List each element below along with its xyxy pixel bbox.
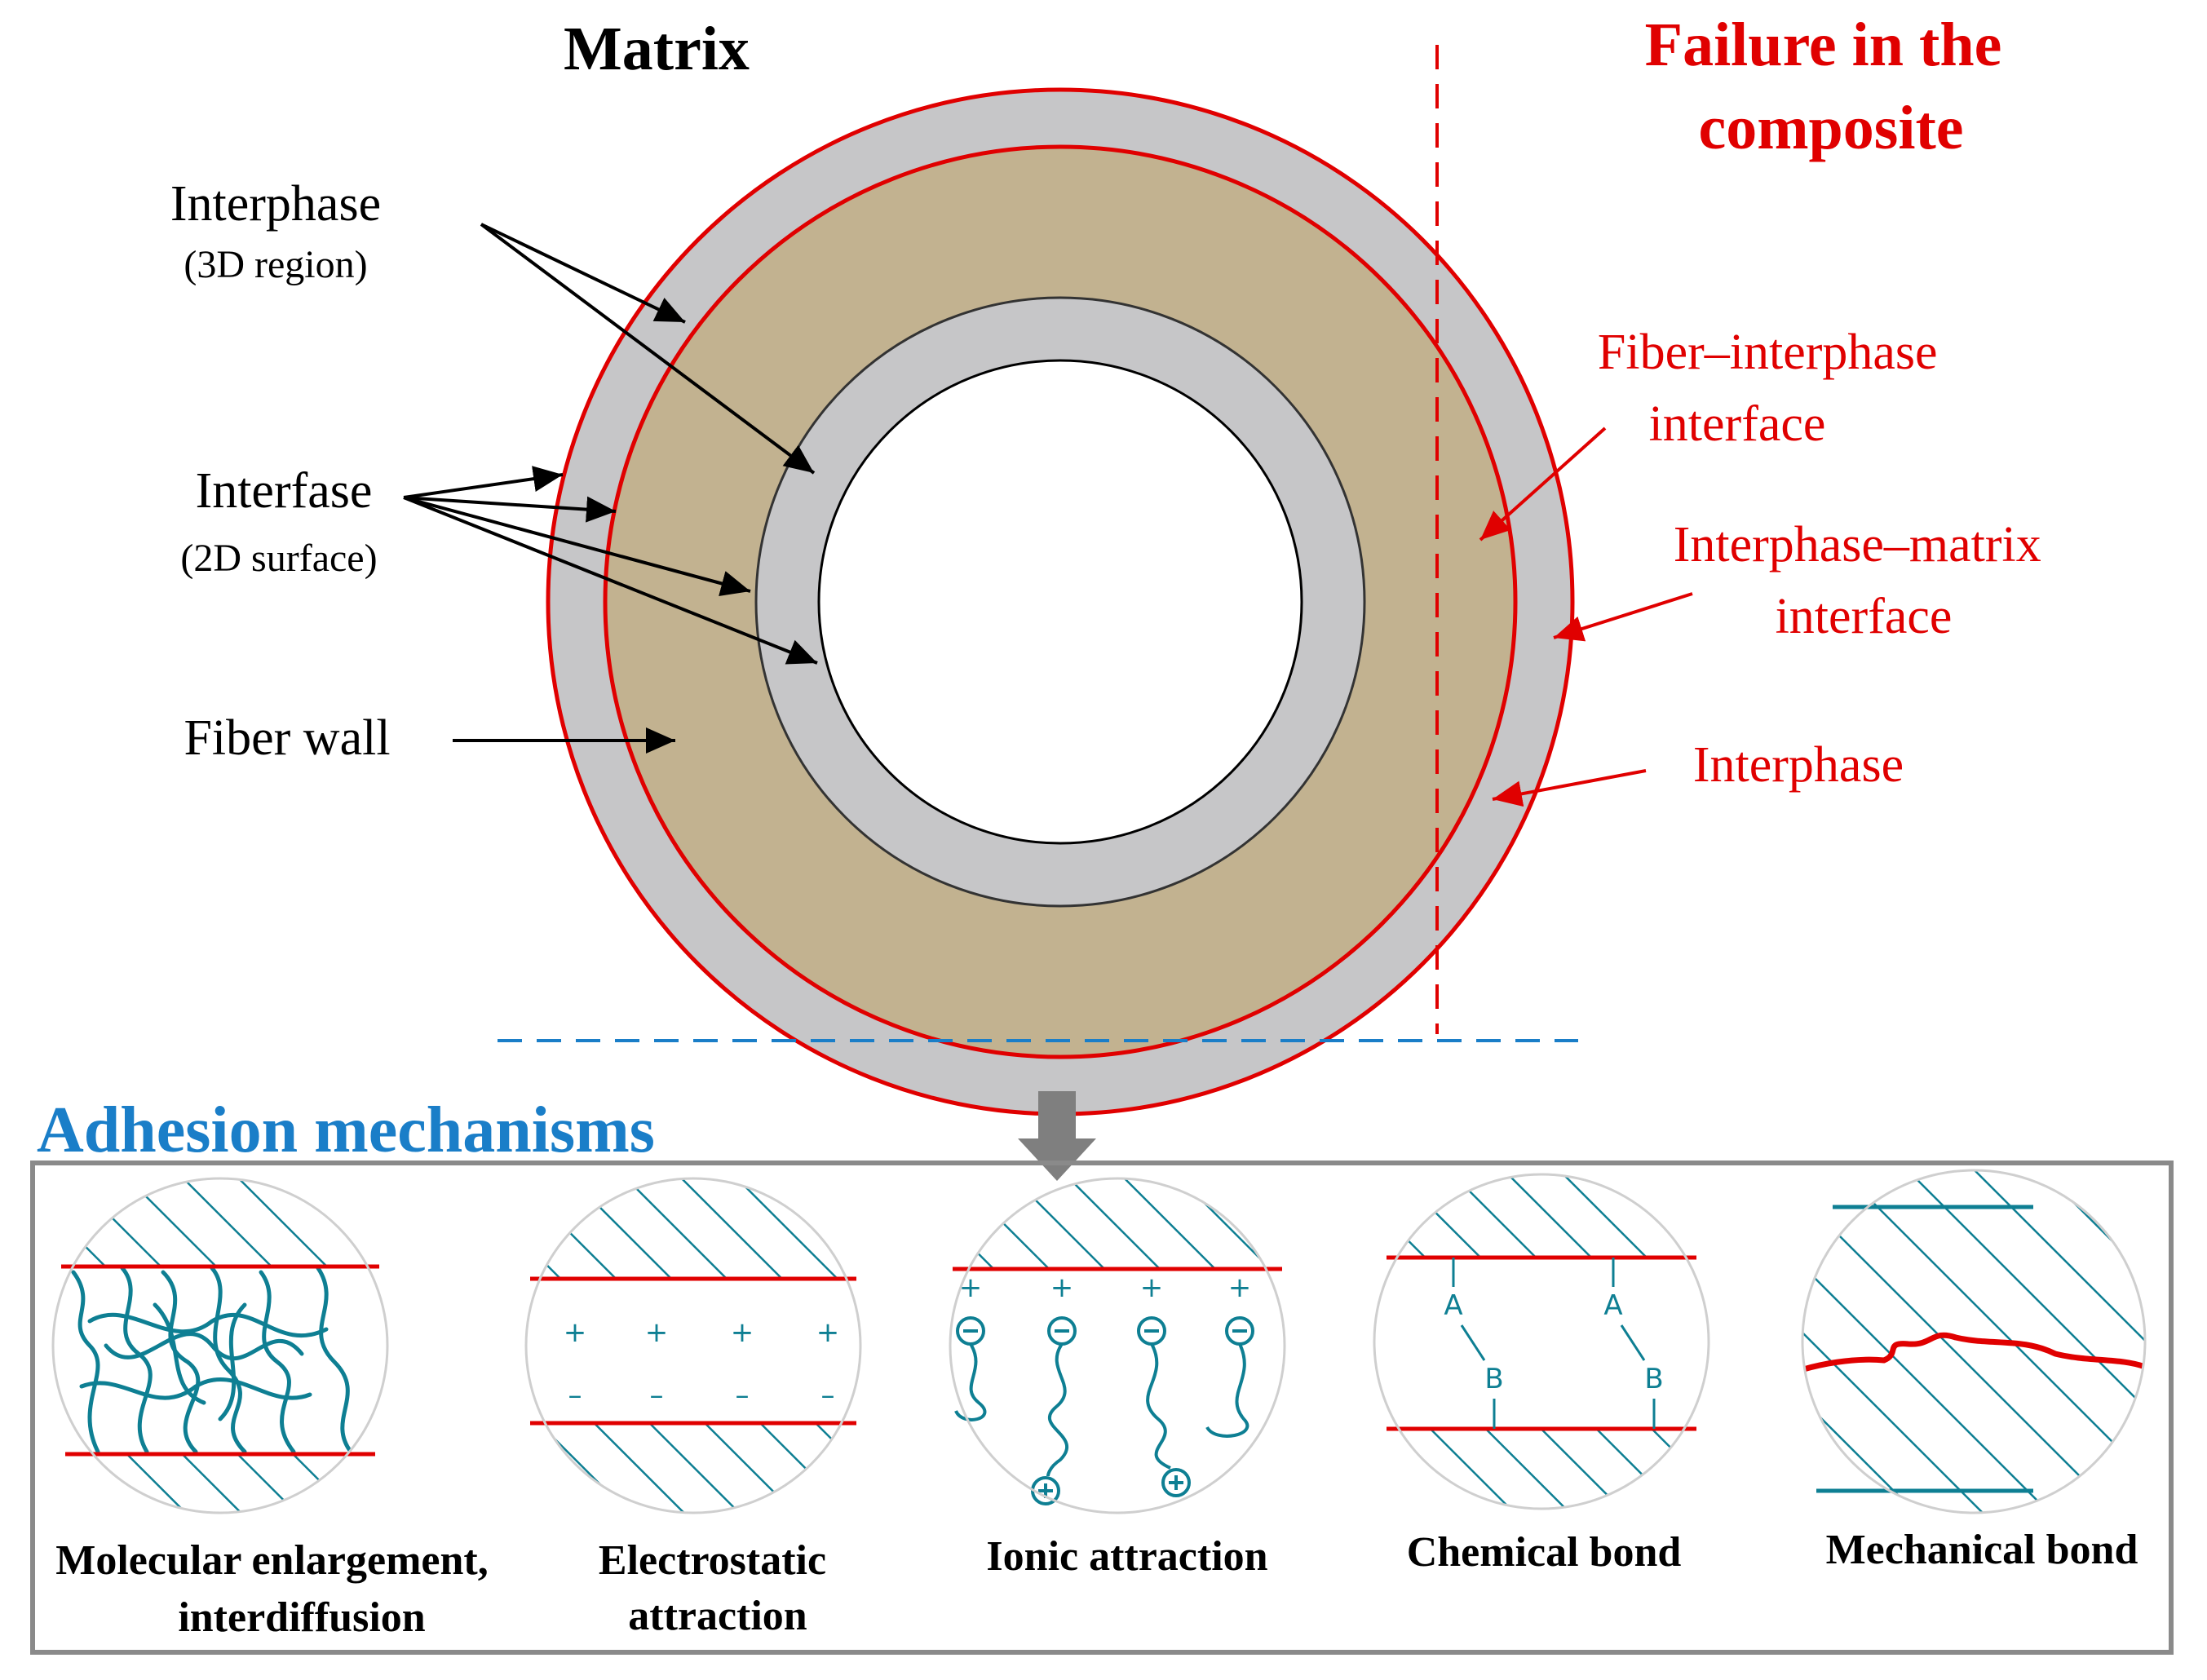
- atom-b-label: B: [1644, 1363, 1663, 1395]
- plus-charge: +: [1050, 1271, 1074, 1304]
- interfase-label: Interfase: [196, 463, 373, 519]
- interphase-matrix-interface-label: Interphase–matrix interface: [1674, 517, 2054, 644]
- minus-charge: –: [821, 1379, 835, 1412]
- fiber-cross-section: [546, 87, 1575, 1116]
- failure-title-line-1: Failure in the: [1645, 11, 2002, 79]
- caption-chemical: Chemical bond: [1407, 1529, 1682, 1576]
- mechanism-chemical: A A B B Chemical bond: [1373, 1173, 1710, 1576]
- caption-mechanical: Mechanical bond: [1826, 1527, 2138, 1573]
- minus-charge: –: [650, 1379, 664, 1412]
- failure-title: Failure in the composite: [1645, 11, 2018, 162]
- plus-charge: +: [816, 1316, 840, 1349]
- mechanism-interdiffusion: Molecular enlargement, interdiffusion: [51, 1177, 498, 1641]
- rough-interface-line: [1802, 1332, 2145, 1381]
- caption-electrostatic: Electrostatic attraction: [599, 1537, 837, 1639]
- right-arrows: [1479, 427, 1693, 807]
- fiber-wall-label: Fiber wall: [184, 710, 390, 766]
- mechanisms-frame: [30, 1161, 2174, 1655]
- plus-charge: +: [731, 1316, 754, 1349]
- atom-a-label: A: [1603, 1289, 1622, 1322]
- fiber-interphase-interface-label: Fiber–interphase interface: [1598, 325, 1950, 452]
- failure-title-line-2: composite: [1698, 94, 1963, 162]
- matrix-title: Matrix: [564, 15, 750, 83]
- mechanism-mechanical: Mechanical bond: [1801, 1169, 2147, 1573]
- left-arrows: [403, 223, 818, 754]
- atom-b-label: B: [1484, 1363, 1503, 1395]
- down-arrow-icon: [1018, 1091, 1096, 1181]
- plus-charge: +: [959, 1271, 983, 1304]
- caption-interdiffusion: Molecular enlargement, interdiffusion: [55, 1537, 498, 1641]
- fiber-lumen: [817, 359, 1303, 845]
- atom-a-label: A: [1444, 1289, 1462, 1322]
- interphase-sublabel: (3D region): [184, 243, 367, 286]
- ion-chains: [954, 1316, 1254, 1505]
- interphase-right-label: Interphase: [1693, 737, 1904, 793]
- interfase-sublabel: (2D surface): [180, 537, 377, 580]
- caption-ionic: Ionic attraction: [986, 1533, 1267, 1580]
- interphase-label: Interphase: [170, 176, 381, 232]
- adhesion-title: Adhesion mechanisms: [37, 1094, 655, 1166]
- mechanism-electrostatic: + + + + – – – – Electrostatic attraction: [524, 1177, 862, 1639]
- plus-charge: +: [1140, 1271, 1164, 1304]
- minus-charge: –: [568, 1379, 582, 1412]
- plus-charge: +: [564, 1316, 587, 1349]
- plus-charge: +: [1228, 1271, 1252, 1304]
- plus-charge: +: [645, 1316, 669, 1349]
- polymer-chains: [71, 1266, 353, 1454]
- minus-charge: –: [736, 1379, 750, 1412]
- mechanism-ionic: + + + + Ionic attraction: [949, 1177, 1286, 1580]
